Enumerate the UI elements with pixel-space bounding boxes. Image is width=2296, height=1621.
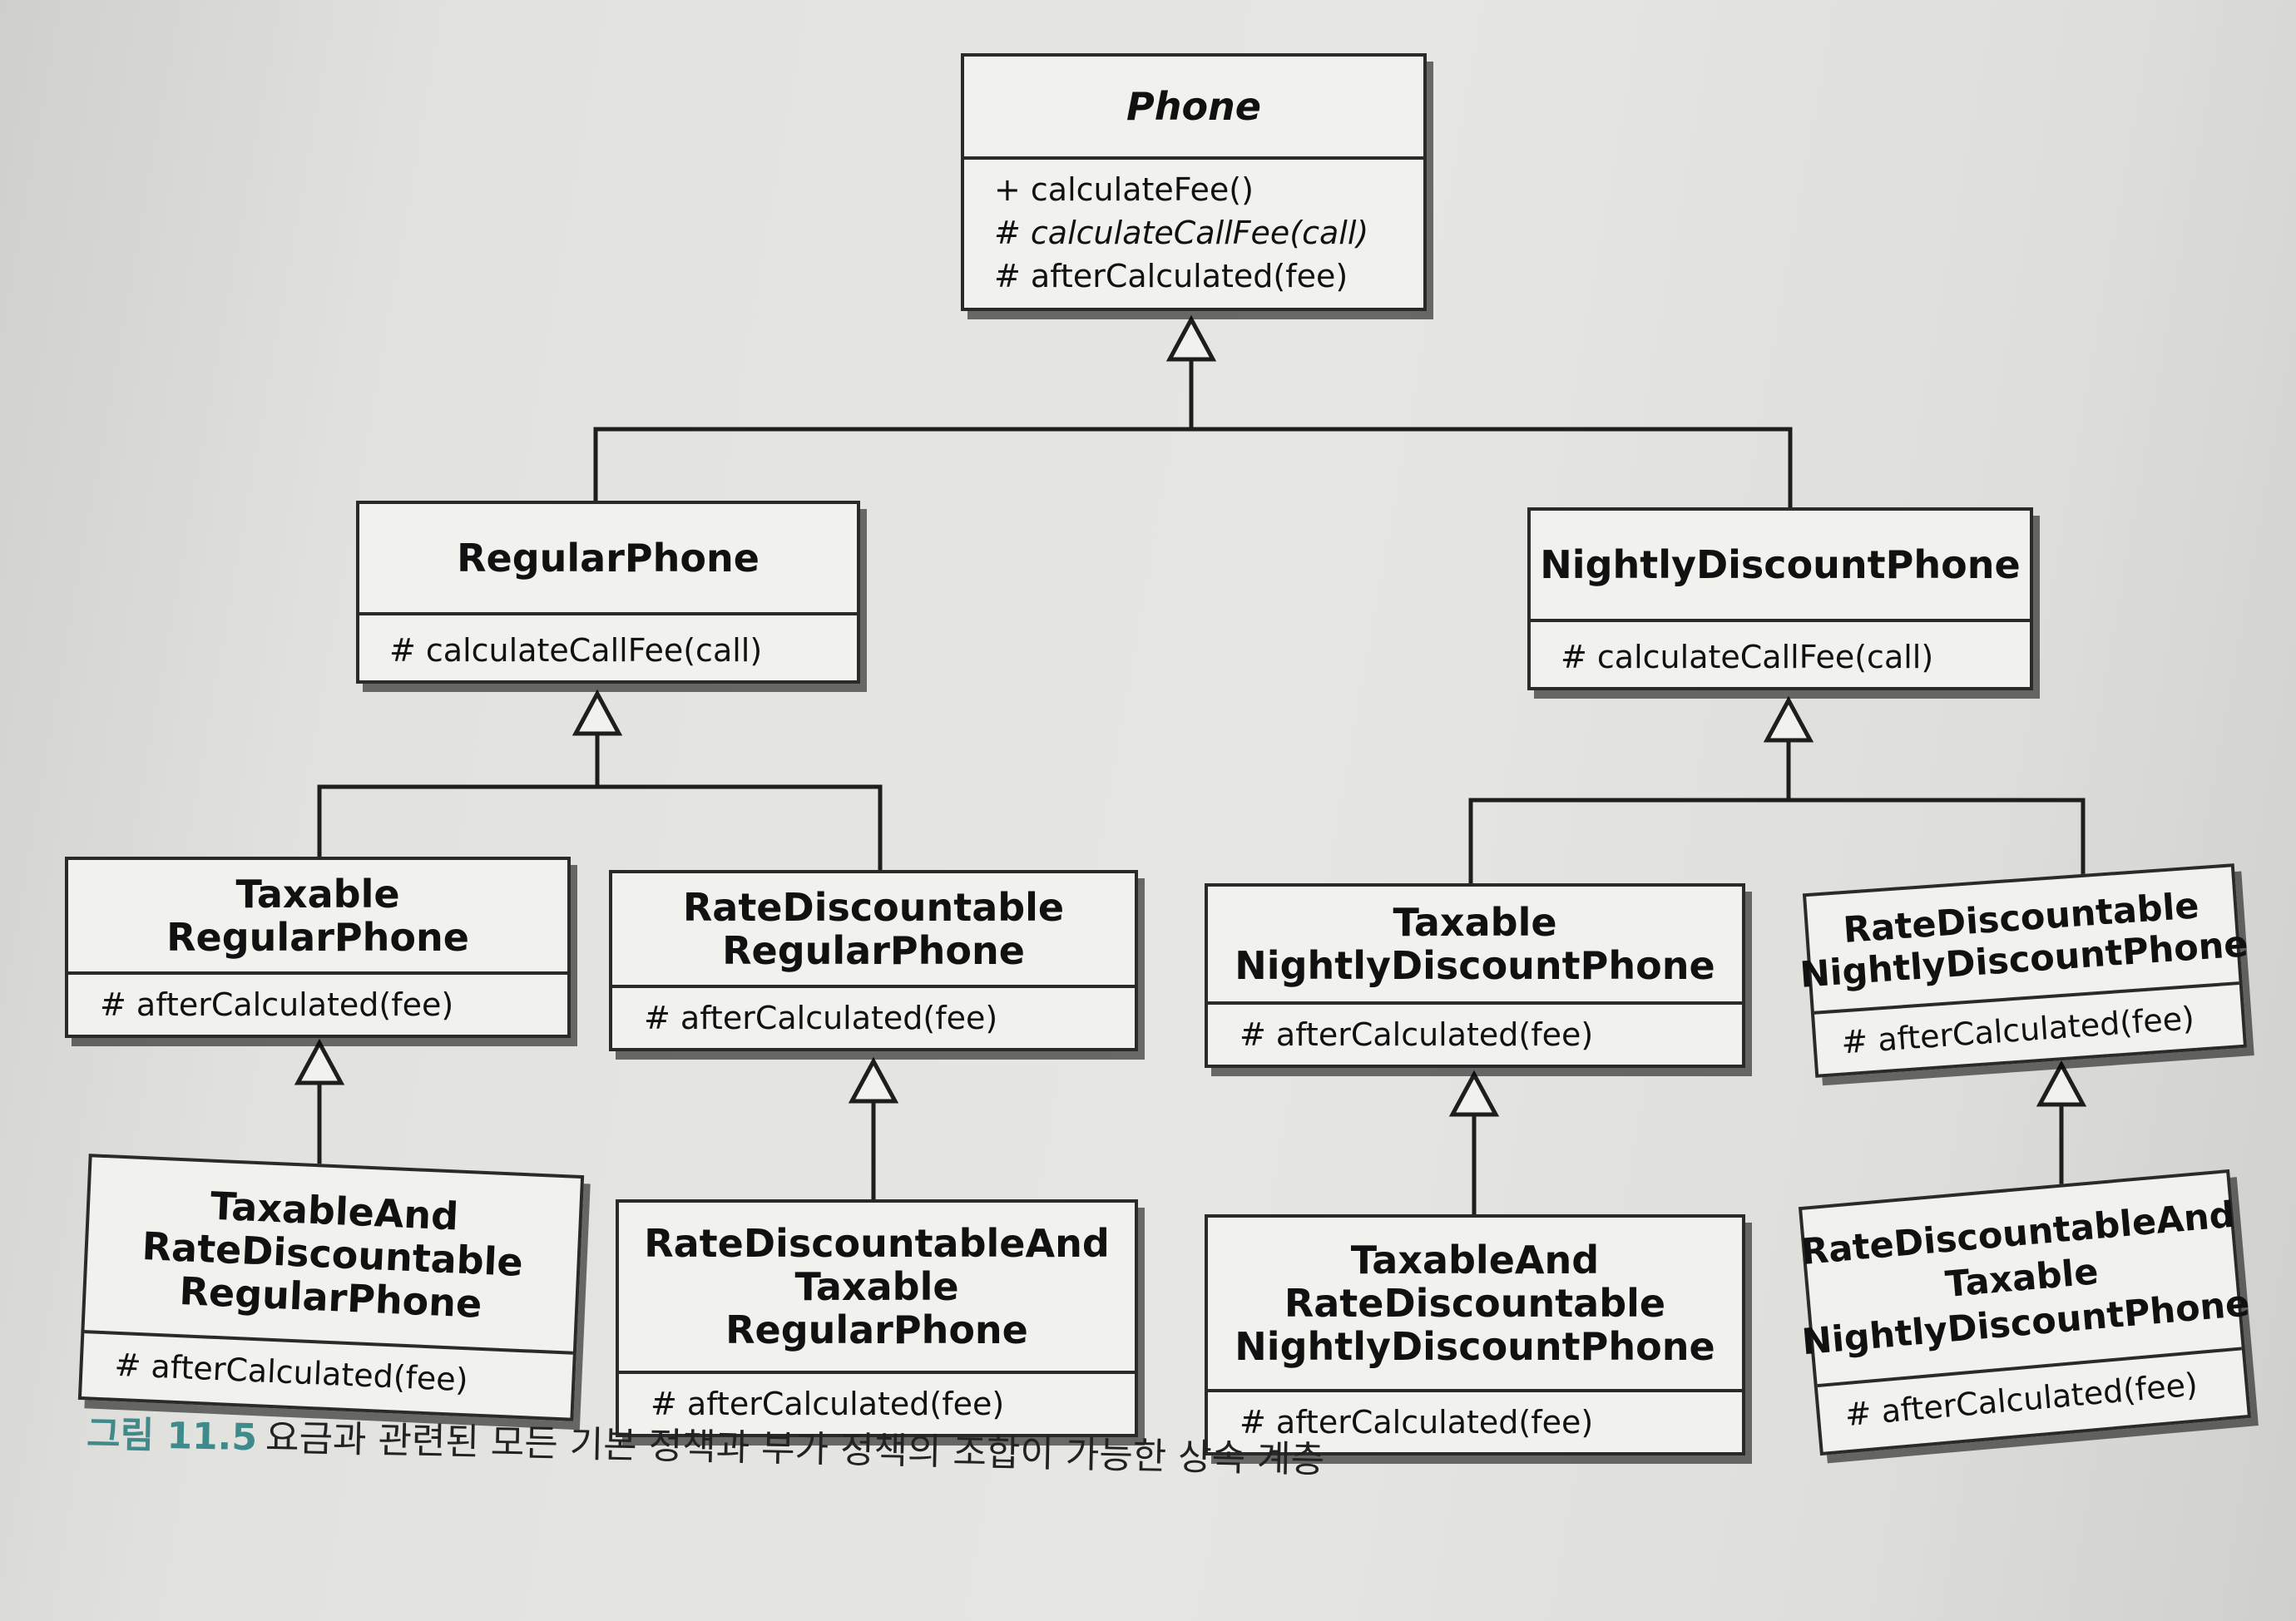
class-operations: # calculateCallFee(call) xyxy=(1531,622,2030,687)
class-name: NightlyDiscountPhone xyxy=(1531,511,2030,622)
class-name: Taxable NightlyDiscountPhone xyxy=(1208,887,1742,1005)
class-rate-discountable-nightly-discount-phone: RateDiscountable NightlyDiscountPhone # … xyxy=(1799,863,2249,1078)
operation: # afterCalculated(fee) xyxy=(644,1000,998,1036)
figure-label: 그림 11.5 xyxy=(86,1412,258,1460)
class-name: RegularPhone xyxy=(359,504,857,615)
class-name: TaxableAnd RateDiscountable NightlyDisco… xyxy=(1208,1218,1742,1392)
class-rate-discountable-and-taxable-regular-phone: RateDiscountableAnd Taxable RegularPhone… xyxy=(616,1199,1138,1437)
class-operations: # afterCalculated(fee) xyxy=(1208,1392,1742,1452)
class-name: TaxableAnd RateDiscountable RegularPhone xyxy=(84,1157,581,1355)
class-name: RateDiscountableAnd Taxable RegularPhone xyxy=(619,1203,1135,1374)
operation: + calculateFee() xyxy=(994,171,1254,208)
operation: # afterCalculated(fee) xyxy=(1240,1404,1594,1441)
operation: # calculateCallFee(call) xyxy=(1561,639,1934,675)
inheritance-line xyxy=(593,427,1793,507)
generalization-arrowhead xyxy=(1165,314,1217,362)
operation: # afterCalculated(fee) xyxy=(651,1386,1005,1422)
class-name: Taxable RegularPhone xyxy=(68,860,567,975)
operation: # afterCalculated(fee) xyxy=(100,986,454,1023)
class-name: RateDiscountable RegularPhone xyxy=(612,873,1135,988)
operation: # afterCalculated(fee) xyxy=(994,258,1348,294)
operation: # afterCalculated(fee) xyxy=(1240,1016,1594,1053)
class-nightly-discount-phone: NightlyDiscountPhone # calculateCallFee(… xyxy=(1527,507,2033,690)
generalization-arrowhead xyxy=(294,1038,345,1085)
generalization-arrowhead xyxy=(1448,1070,1500,1117)
generalization-arrowhead xyxy=(1763,695,1814,743)
class-taxable-and-rate-discountable-nightly-discount-phone: TaxableAnd RateDiscountable NightlyDisco… xyxy=(1205,1214,1745,1455)
inheritance-line xyxy=(1468,798,2086,883)
class-operations: # afterCalculated(fee) xyxy=(619,1374,1135,1434)
generalization-arrowhead xyxy=(2036,1060,2087,1107)
class-taxable-and-rate-discountable-regular-phone: TaxableAnd RateDiscountable RegularPhone… xyxy=(77,1154,585,1421)
class-rate-discountable-regular-phone: RateDiscountable RegularPhone # afterCal… xyxy=(609,870,1138,1051)
class-phone: Phone + calculateFee() # calculateCallFe… xyxy=(961,53,1427,311)
class-operations: # calculateCallFee(call) xyxy=(359,615,857,680)
operation: # afterCalculated(fee) xyxy=(113,1346,469,1399)
class-operations: # afterCalculated(fee) xyxy=(68,975,567,1035)
class-taxable-regular-phone: Taxable RegularPhone # afterCalculated(f… xyxy=(65,857,571,1038)
class-name: Phone xyxy=(964,57,1423,160)
class-operations: # afterCalculated(fee) xyxy=(1208,1005,1742,1065)
operation: # calculateCallFee(call) xyxy=(389,632,763,669)
class-taxable-nightly-discount-phone: Taxable NightlyDiscountPhone # afterCalc… xyxy=(1205,883,1745,1068)
operation: # calculateCallFee(call) xyxy=(994,215,1369,251)
class-regular-phone: RegularPhone # calculateCallFee(call) xyxy=(356,501,860,684)
class-operations: # afterCalculated(fee) xyxy=(612,988,1135,1048)
generalization-arrowhead xyxy=(572,689,623,736)
generalization-arrowhead xyxy=(848,1056,899,1104)
inheritance-line xyxy=(317,784,883,870)
class-rate-discountable-and-taxable-nightly-discount-phone: RateDiscountableAnd Taxable NightlyDisco… xyxy=(1798,1169,2251,1456)
class-operations: + calculateFee() # calculateCallFee(call… xyxy=(964,160,1423,306)
